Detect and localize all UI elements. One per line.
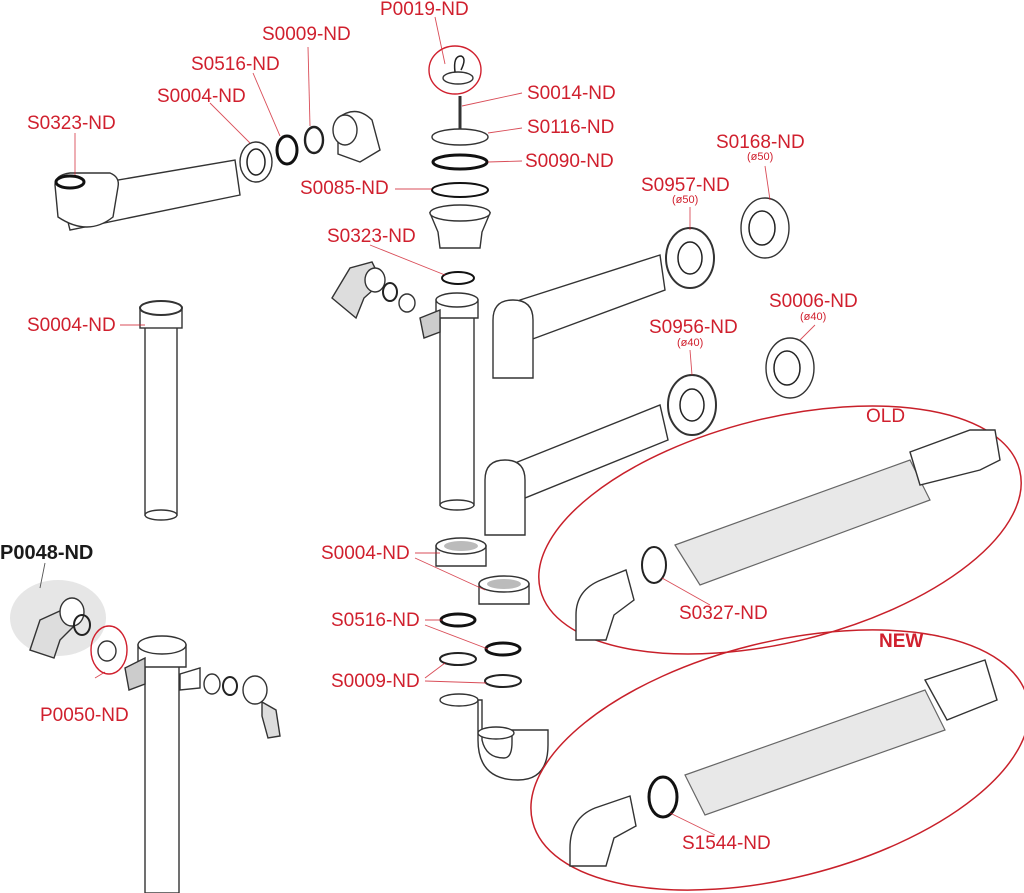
part-label-s0004-bottom: S0004-ND: [321, 543, 410, 564]
washer-s0009-bottom-1: [439, 652, 477, 666]
part-label-p0019: P0019-ND: [380, 0, 469, 20]
nut-s0004-bottom-2: [478, 575, 530, 605]
part-label-s0006: S0006-ND: [769, 291, 858, 312]
size-label-s0168: (ø50): [747, 151, 774, 163]
washer-s0009-bottom-2: [484, 674, 522, 688]
pipe-top-left: [54, 159, 241, 231]
part-label-s0009-top: S0009-ND: [262, 24, 351, 45]
flexible-hose-new: [569, 659, 998, 867]
part-label-s0323-left: S0323-ND: [27, 113, 116, 134]
washer-s0009-top: [303, 125, 325, 155]
elbow-pipe-50: [492, 254, 666, 379]
part-label-s0323-mid: S0323-ND: [327, 226, 416, 247]
grate-s0116: [431, 128, 489, 146]
elbow-pipe-40: [484, 404, 669, 536]
oring-s0516-bottom-2: [484, 641, 522, 657]
part-label-s0516-top: S0516-ND: [191, 54, 280, 75]
nut-s0004-bottom-1: [435, 537, 487, 567]
ring-s0327: [641, 546, 667, 584]
washer-s0090: [431, 153, 489, 171]
leader-lines: [39, 16, 816, 836]
washer-s0323-mid: [441, 271, 475, 285]
rosette-s0957: [665, 227, 715, 289]
part-label-s0327: S0327-ND: [679, 603, 768, 624]
group-outline-new: [530, 629, 1024, 891]
elbow-hose-adapter-mid: [331, 261, 416, 320]
adapter-p0048: [10, 580, 106, 659]
part-label-s1544: S1544-ND: [682, 833, 771, 854]
part-label-p0048: P0048-ND: [0, 542, 94, 564]
group-label-new: NEW: [879, 631, 924, 652]
rosette-s0006: [765, 337, 815, 399]
part-label-s0516-bottom: S0516-ND: [331, 610, 420, 631]
plug-p0019: [428, 45, 482, 95]
part-label-s0168: S0168-ND: [716, 132, 805, 153]
flexible-hose-old: [575, 429, 1001, 641]
rosette-s0168: [740, 197, 790, 259]
part-label-s0956: S0956-ND: [649, 317, 738, 338]
size-label-s0957: (ø50): [672, 194, 699, 206]
oring-s0516-bottom-1: [439, 612, 477, 628]
oring-s0516-top: [275, 134, 299, 166]
part-label-s0014: S0014-ND: [527, 83, 616, 104]
elbow-top: [332, 110, 381, 163]
washer-s0085: [431, 182, 489, 198]
part-label-s0009-bottom: S0009-ND: [331, 671, 420, 692]
u-bend-trap: [439, 693, 549, 781]
part-label-s0116: S0116-ND: [527, 117, 615, 138]
rosette-s0956: [667, 374, 717, 436]
nut-s0004-top: [239, 141, 273, 183]
tube-left: [139, 300, 183, 521]
drain-body: [428, 204, 492, 249]
part-label-s0004-left: S0004-ND: [27, 315, 116, 336]
tee-pipe-mid: [419, 292, 479, 511]
part-label-s0004-top: S0004-ND: [157, 86, 246, 107]
size-label-s0006: (ø40): [800, 311, 827, 323]
group-label-old: OLD: [866, 406, 906, 427]
part-label-s0085: S0085-ND: [300, 178, 389, 199]
tee-pipe-bottom-left: [124, 635, 281, 893]
ring-s1544: [647, 775, 679, 819]
part-label-p0050: P0050-ND: [40, 705, 129, 726]
size-label-s0956: (ø40): [677, 337, 704, 349]
cap-p0050: [90, 625, 128, 675]
part-label-s0090: S0090-ND: [525, 151, 614, 172]
group-outline-old: [538, 405, 1022, 655]
part-label-s0957: S0957-ND: [641, 175, 730, 196]
